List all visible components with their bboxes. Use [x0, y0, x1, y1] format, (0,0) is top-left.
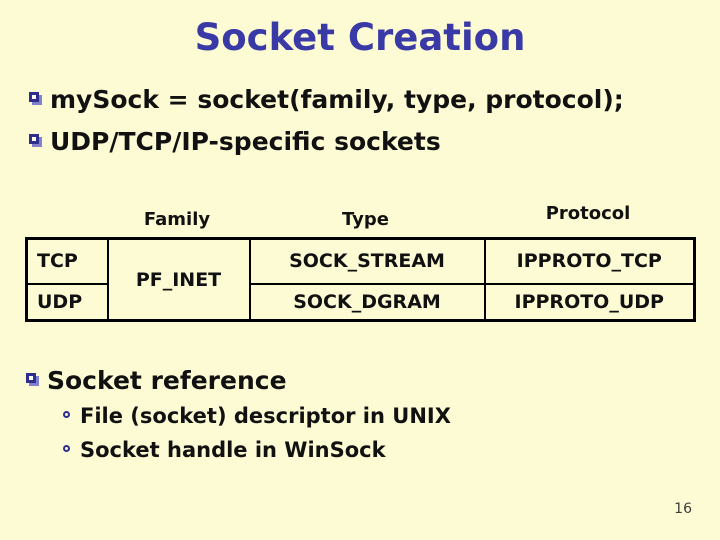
slide-title: Socket Creation [194, 16, 526, 59]
bullet-item-socket-call: mySock = socket(family, type, protocol); [29, 85, 624, 115]
bullet-text: UDP/TCP/IP-specific sockets [50, 127, 441, 156]
square-bullet-icon [29, 92, 39, 102]
cell-tcp: TCP [25, 237, 109, 285]
sub-bullet-text: File (socket) descriptor in UNIX [80, 404, 451, 428]
table-header-family: Family [143, 209, 211, 230]
sub-bullet-item-unix-descriptor: File (socket) descriptor in UNIX [63, 404, 451, 429]
table-row: UDP SOCK_DGRAM IPPROTO_UDP [25, 282, 696, 322]
cell-sock-dgram: SOCK_DGRAM [248, 282, 486, 322]
cell-family-pf-inet: PF_INET [106, 237, 251, 322]
socket-parameters-table: TCP PF_INET SOCK_STREAM IPPROTO_TCP UDP … [25, 237, 696, 322]
table-row: TCP PF_INET SOCK_STREAM IPPROTO_TCP [25, 237, 696, 322]
square-bullet-icon [29, 134, 39, 144]
circle-bullet-icon [63, 445, 70, 452]
table-header-type: Type [342, 209, 389, 230]
cell-sock-stream: SOCK_STREAM [248, 237, 486, 285]
cell-ipproto-tcp: IPPROTO_TCP [483, 237, 696, 285]
bullet-text: mySock = socket(family, type, protocol); [50, 85, 624, 114]
bullet-item-socket-reference: Socket reference [26, 366, 287, 396]
cell-ipproto-udp: IPPROTO_UDP [483, 282, 696, 322]
sub-bullet-text: Socket handle in WinSock [80, 438, 386, 462]
bullet-item-udp-tcp-sockets: UDP/TCP/IP-specific sockets [29, 127, 441, 157]
cell-udp: UDP [25, 282, 109, 322]
page-number: 16 [674, 501, 692, 517]
sub-bullet-item-winsock-handle: Socket handle in WinSock [63, 438, 386, 463]
circle-bullet-icon [63, 411, 70, 418]
bullet-text: Socket reference [47, 366, 287, 395]
table-header-protocol: Protocol [545, 203, 631, 224]
square-bullet-icon [26, 373, 36, 383]
